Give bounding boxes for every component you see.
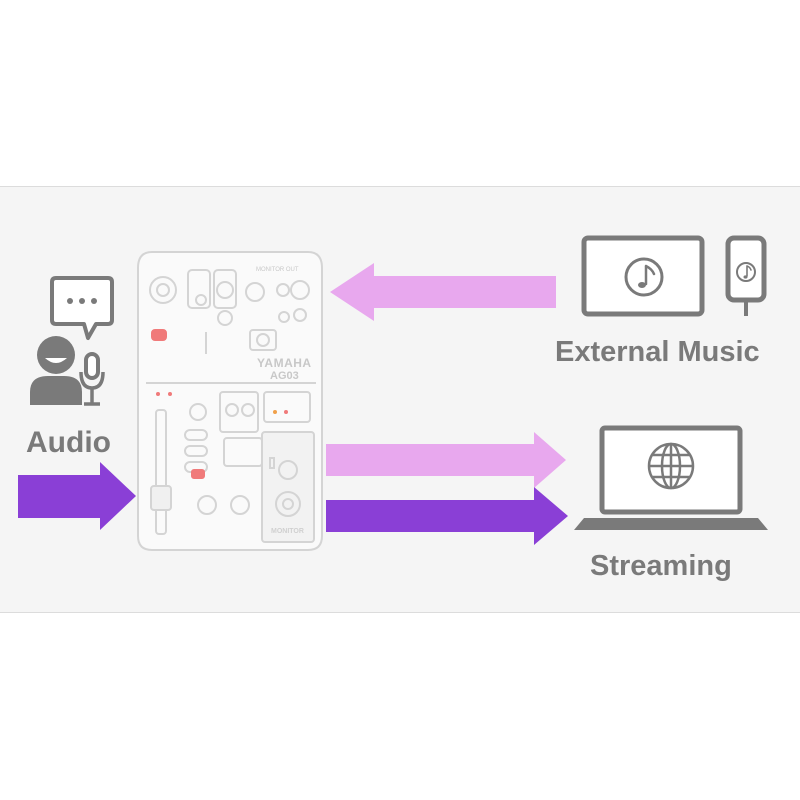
mixer-monitor-out-text: MONITOR OUT	[256, 267, 299, 273]
external-music-arrow	[330, 263, 556, 321]
laptop-globe-icon	[574, 425, 768, 530]
microphone-icon	[79, 352, 105, 406]
streaming-light-arrow	[326, 432, 566, 488]
mixer-brand-text: YAMAHA	[257, 356, 312, 370]
external-music-label: External Music	[555, 336, 760, 368]
tablet-music-icon	[581, 235, 705, 317]
streaming-dark-arrow	[326, 487, 568, 545]
mixer-monitor-text: MONITOR	[271, 528, 304, 535]
phone-music-icon	[725, 235, 767, 316]
speech-bubble-icon	[50, 276, 114, 340]
mixer-device	[137, 251, 323, 551]
audio-input-arrow	[18, 462, 136, 530]
streaming-label: Streaming	[590, 550, 732, 582]
audio-label: Audio	[26, 426, 111, 459]
mixer-model-text: AG03	[270, 370, 299, 382]
person-speaking-icon	[30, 276, 114, 406]
